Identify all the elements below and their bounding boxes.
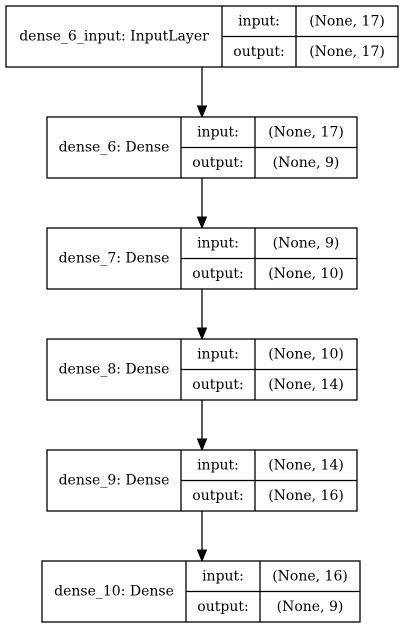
- layer-node: dense_6: Dense input: output: (None, 17) (No…: [46, 116, 358, 179]
- arrowhead: [196, 105, 208, 119]
- arrowhead: [196, 216, 208, 230]
- edge-arrow: [196, 400, 208, 452]
- edge-arrow: [196, 511, 208, 563]
- input-label: input:: [197, 124, 239, 140]
- input-shape: (None, 9): [273, 235, 340, 251]
- layer-name: dense_10: Dense: [54, 584, 174, 600]
- layer-name: dense_7: Dense: [59, 251, 170, 267]
- layer-name: dense_8: Dense: [59, 362, 170, 378]
- arrowhead: [196, 549, 208, 563]
- layer-node: dense_8: Dense input: output: (None, 10) (No…: [46, 338, 358, 401]
- output-label: output:: [192, 488, 243, 504]
- input-label: input:: [202, 568, 244, 584]
- input-shape: (None, 16): [272, 568, 348, 584]
- layer-node: dense_6_input: InputLayer input: output: (N…: [5, 5, 399, 68]
- output-shape: (None, 14): [268, 377, 344, 393]
- input-label: input:: [197, 235, 239, 251]
- output-label: output:: [192, 155, 243, 171]
- edge-arrow: [196, 67, 208, 119]
- input-label: input:: [197, 457, 239, 473]
- input-shape: (None, 17): [309, 13, 385, 29]
- layer-name: dense_9: Dense: [59, 473, 170, 489]
- output-label: output:: [197, 599, 248, 615]
- layer-node: dense_10: Dense input: output: (None, 16) (N…: [41, 560, 361, 623]
- input-shape: (None, 17): [268, 124, 344, 140]
- edge-arrow: [196, 289, 208, 341]
- output-label: output:: [192, 266, 243, 282]
- output-shape: (None, 9): [273, 155, 340, 171]
- input-shape: (None, 14): [268, 457, 344, 473]
- layer-name: dense_6_input: InputLayer: [19, 29, 209, 45]
- layer-node: dense_9: Dense input: output: (None, 14) (No…: [46, 449, 358, 512]
- arrowhead: [196, 438, 208, 452]
- arrowhead: [196, 327, 208, 341]
- output-shape: (None, 17): [309, 44, 385, 60]
- output-shape: (None, 10): [268, 266, 344, 282]
- edge-arrow: [196, 178, 208, 230]
- layer-name: dense_6: Dense: [59, 140, 170, 156]
- input-shape: (None, 10): [268, 346, 344, 362]
- output-shape: (None, 9): [277, 599, 344, 615]
- output-label: output:: [192, 377, 243, 393]
- layer-node: dense_7: Dense input: output: (None, 9) (Non…: [46, 227, 358, 290]
- output-label: output:: [233, 44, 284, 60]
- input-label: input:: [197, 346, 239, 362]
- input-label: input:: [238, 13, 280, 29]
- output-shape: (None, 16): [268, 488, 344, 504]
